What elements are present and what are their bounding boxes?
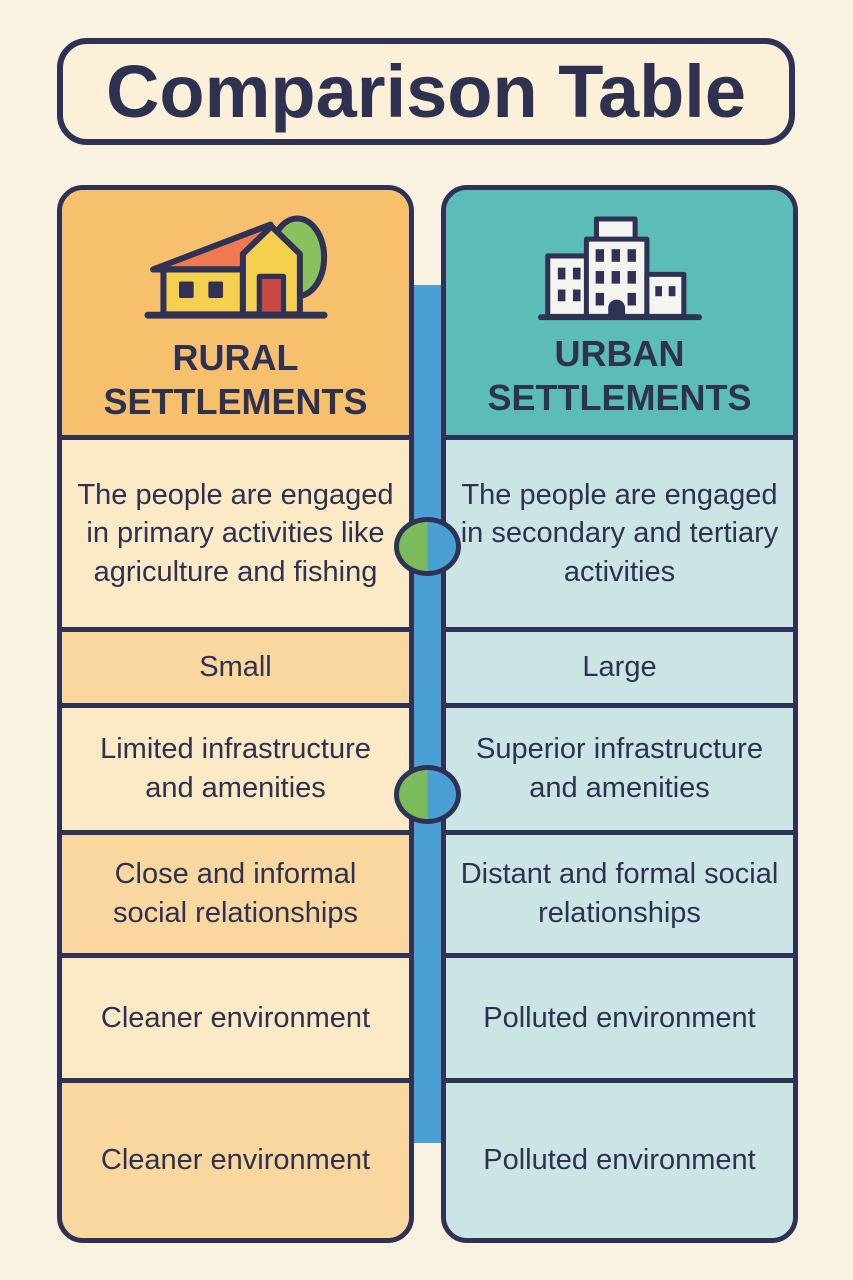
rural-cell-environment-2: Cleaner environment (62, 1078, 409, 1238)
rural-header-label: RURAL SETTLEMENTS (103, 337, 368, 422)
title-box: Comparison Table (57, 38, 795, 145)
rural-column: RURAL SETTLEMENTS The people are engaged… (57, 185, 414, 1243)
urban-header-label: URBAN SETTLEMENTS (487, 333, 752, 418)
rural-cell-activities: The people are engaged in primary activi… (62, 435, 409, 627)
comparison-board: RURAL SETTLEMENTS The people are engaged… (57, 185, 798, 1243)
urban-column: URBAN SETTLEMENTS The people are engaged… (441, 185, 798, 1243)
buildings-icon (537, 216, 702, 321)
connector-bar (413, 285, 442, 1143)
urban-cell-activities: The people are engaged in secondary and … (446, 435, 793, 627)
urban-cell-infrastructure: Superior infrastructure and amenities (446, 703, 793, 830)
urban-header: URBAN SETTLEMENTS (446, 190, 793, 435)
house-icon (143, 215, 328, 319)
page-title: Comparison Table (105, 50, 747, 133)
rural-cell-size: Small (62, 627, 409, 703)
urban-cell-environment: Polluted environment (446, 953, 793, 1078)
rural-cell-environment: Cleaner environment (62, 953, 409, 1078)
urban-cell-environment-2: Polluted environment (446, 1078, 793, 1238)
connector-dot-1 (394, 517, 461, 576)
urban-cell-social: Distant and formal social relationships (446, 830, 793, 953)
connector-dot-2 (394, 765, 461, 824)
rural-header: RURAL SETTLEMENTS (62, 190, 409, 435)
rural-cell-social: Close and informal social relationships (62, 830, 409, 953)
urban-cell-size: Large (446, 627, 793, 703)
rural-cell-infrastructure: Limited infrastructure and amenities (62, 703, 409, 830)
